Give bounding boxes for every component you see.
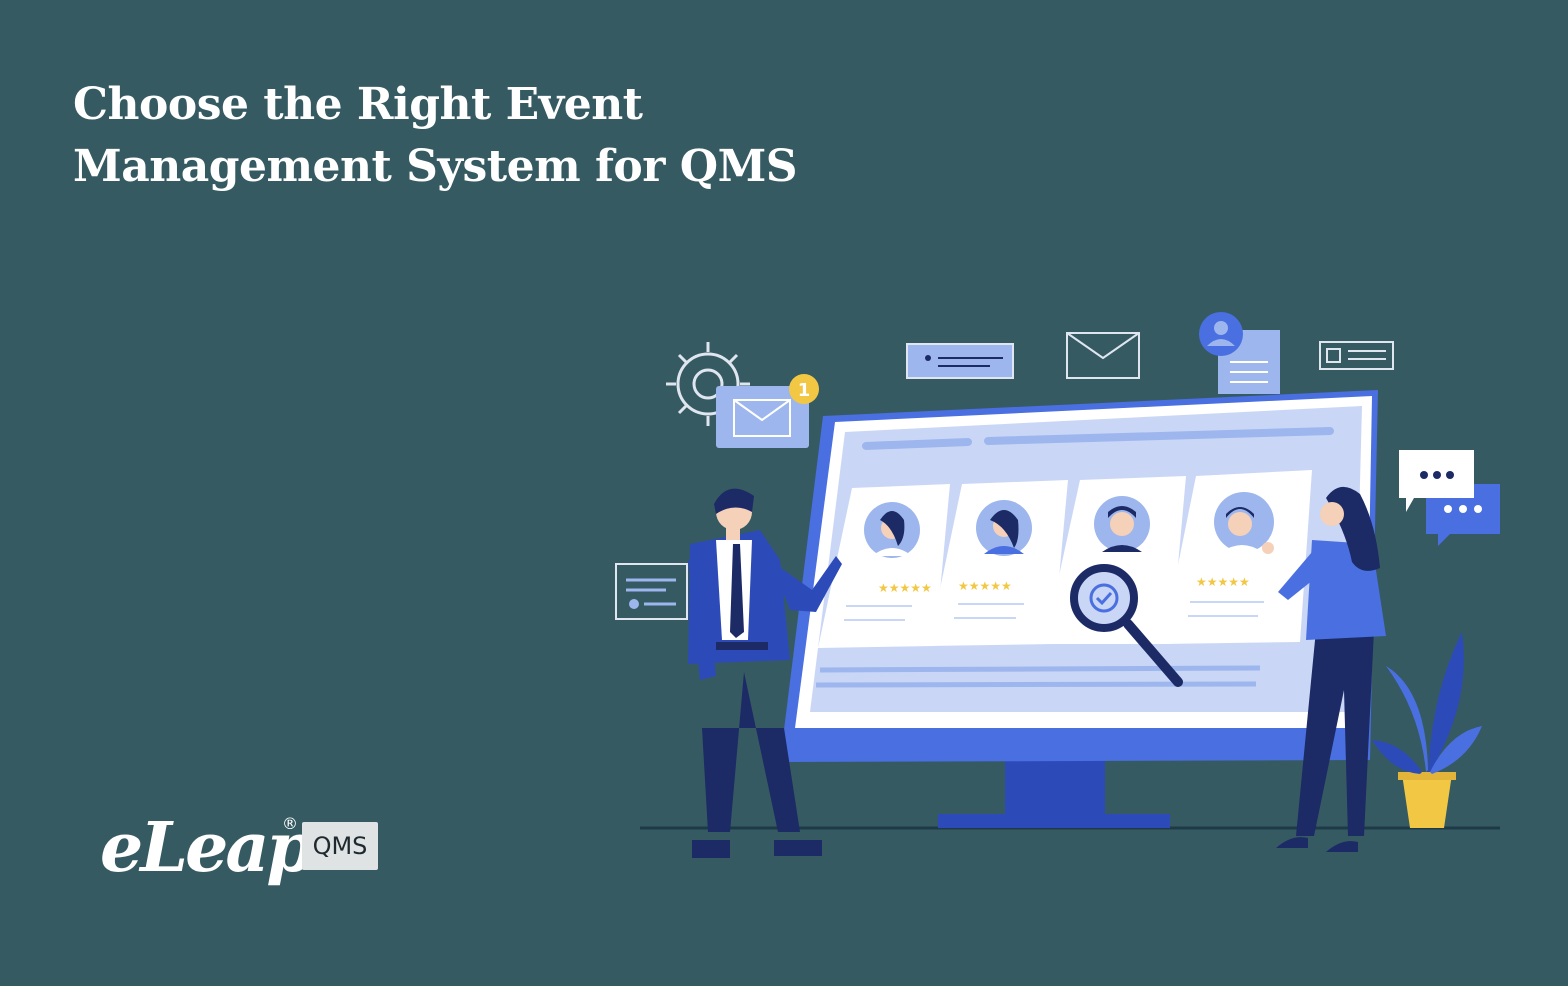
star-rating: ★★★★★: [878, 581, 932, 595]
notification-count: 1: [798, 380, 811, 401]
list-item-icon: [1319, 341, 1394, 370]
star-rating: ★★★★★: [958, 579, 1012, 593]
page-title: Choose the Right Event Management System…: [73, 74, 798, 198]
profile-card-2: ★★★★★: [928, 480, 1068, 646]
monitor-stand: [938, 758, 1170, 828]
profile-card-1: ★★★★★: [818, 484, 950, 648]
chat-bubble-icon: [1399, 450, 1500, 546]
check-icon: [1095, 591, 1113, 606]
registered-mark: ®: [282, 814, 298, 833]
profile-card-4: ★★★★★: [1162, 470, 1312, 644]
envelope-icon: [716, 386, 809, 448]
man-figure: [688, 488, 842, 858]
magnifier-icon: [1070, 564, 1183, 687]
star-rating: ★★★★★: [1196, 575, 1250, 589]
page-title-line-2: Management System for QMS: [73, 141, 798, 192]
woman-figure: [1262, 486, 1386, 852]
page-title-line-1: Choose the Right Event: [73, 79, 643, 130]
plant-icon: [1372, 632, 1482, 828]
qms-badge: QMS: [302, 822, 378, 870]
notification-badge: [789, 374, 819, 404]
form-field-icon: [906, 343, 1014, 379]
logo-wordmark: eLeap: [100, 808, 314, 888]
user-icon: [1199, 312, 1280, 394]
checklist-icon: [615, 563, 688, 620]
eleap-logo[interactable]: eLeap ® QMS: [100, 808, 390, 918]
envelope-outline-icon: [1066, 332, 1140, 379]
